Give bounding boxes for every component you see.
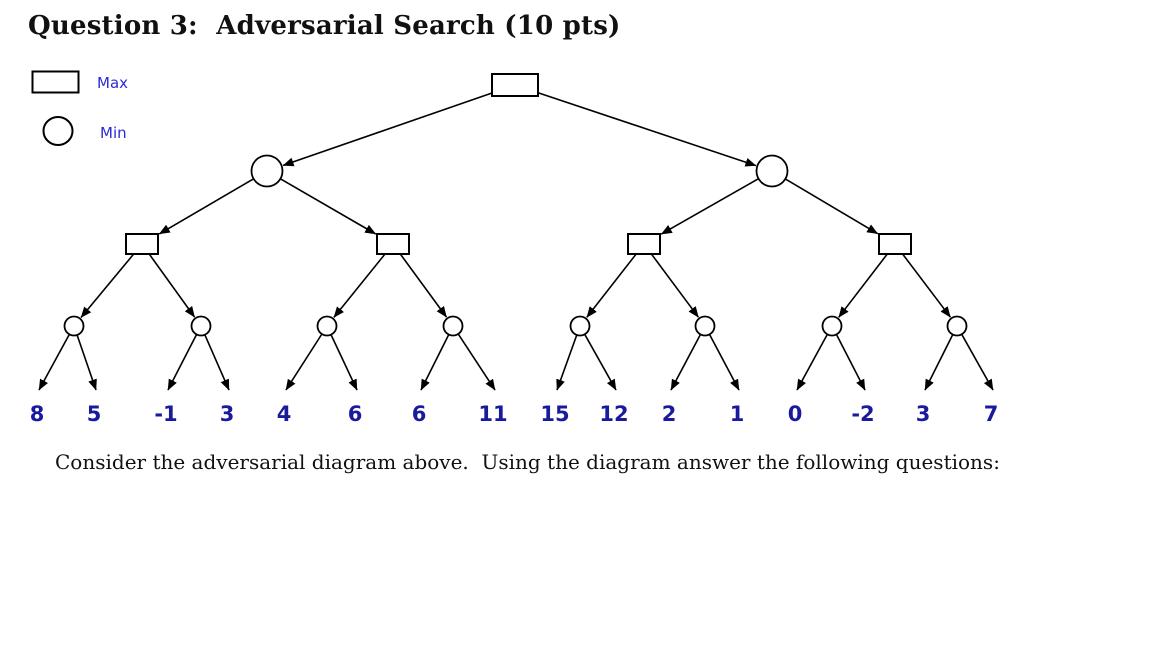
tree-edge [901,253,952,318]
leaf-value: 6 [412,402,427,426]
tree-edge [584,333,617,391]
tree-edge [586,253,637,318]
min-node [755,154,789,188]
legend-min-node-icon [42,116,74,146]
tree-edge [670,334,702,391]
max-node [125,233,159,255]
legend-max-label: Max [97,74,128,92]
leaf-value: 4 [277,402,292,426]
leaf-value: 11 [478,402,507,426]
min-node [442,315,464,337]
tree-edge [38,333,71,391]
max-node [627,233,661,255]
tree-edge [835,334,866,391]
leaf-value: 15 [540,402,569,426]
min-node [316,315,338,337]
tree-edge [333,253,386,318]
instruction-text: Consider the adversarial diagram above. … [55,450,1000,474]
tree-edge [556,334,578,391]
leaf-value: -1 [154,402,177,426]
minimax-tree: 8 5 -1 3 4 6 6 11 15 12 2 1 0 -2 3 7 [30,73,999,426]
leaf-value: 12 [599,402,628,426]
leaf-value: 6 [348,402,363,426]
leaf-value: 8 [30,402,45,426]
min-node [569,315,591,337]
legend-min-label: Min [100,124,127,142]
tree-edge [330,334,358,391]
max-node-root [491,73,539,97]
max-node [878,233,912,255]
tree-edge [282,92,493,167]
tree-edge [961,333,994,391]
max-node [376,233,410,255]
tree-edge [167,334,198,391]
legend-max-node-icon [31,70,80,94]
min-node [946,315,968,337]
min-node [250,154,284,188]
min-node [821,315,843,337]
leaf-value: 3 [220,402,235,426]
leaf-value: 2 [662,402,677,426]
tree-edge [285,333,323,391]
tree-edge [784,178,879,235]
page-title: Question 3: Adversarial Search (10 pts) [28,11,621,41]
tree-edge [838,253,888,318]
tree-edge [537,91,757,167]
tree-edge [76,334,97,391]
tree-edge [158,178,255,235]
min-node [63,315,85,337]
tree-edge [796,333,829,391]
tree-edge [924,334,954,391]
tree-edge [650,253,700,318]
tree-edge [279,178,377,235]
leaf-value: 3 [916,402,931,426]
tree-edge [660,178,759,235]
leaf-value: 0 [788,402,803,426]
tree-edge [399,253,448,318]
leaf-value: 5 [87,402,102,426]
tree-edge [148,253,196,318]
tree-edge [708,334,740,391]
tree-edge [457,333,496,391]
leaf-value: 7 [984,402,999,426]
legend: Max Min [31,70,128,146]
min-node [190,315,212,337]
min-node [694,315,716,337]
tree-edge [80,253,135,319]
tree-edge [204,334,230,391]
tree-edge [420,334,450,391]
leaf-value: -2 [851,402,874,426]
leaf-value: 1 [730,402,745,426]
